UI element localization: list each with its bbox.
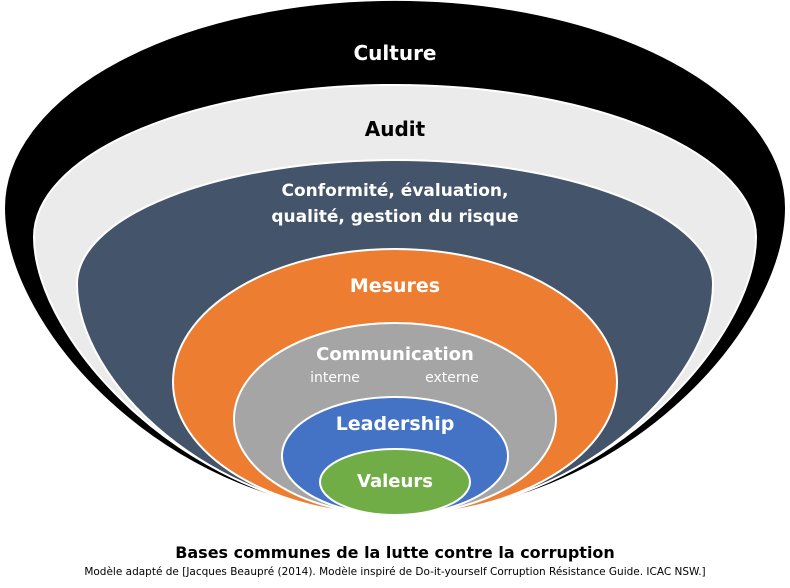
label-conformite-line1: Conformité, évaluation, [282, 181, 509, 201]
diagram-caption-source: Modèle adapté de [Jacques Beaupré (2014)… [84, 566, 706, 578]
label-mesures: Mesures [350, 275, 440, 297]
label-communication: Communication [316, 344, 474, 365]
label-culture: Culture [354, 41, 437, 65]
diagram-caption-title: Bases communes de la lutte contre la cor… [175, 543, 615, 562]
label-conformite-line2: qualité, gestion du risque [271, 207, 518, 227]
label-leadership: Leadership [336, 413, 455, 435]
label-communication-interne: interne [310, 370, 360, 386]
label-audit: Audit [365, 117, 426, 141]
layer-valeurs [319, 448, 471, 516]
label-valeurs: Valeurs [357, 471, 433, 492]
label-communication-externe: externe [425, 370, 479, 386]
